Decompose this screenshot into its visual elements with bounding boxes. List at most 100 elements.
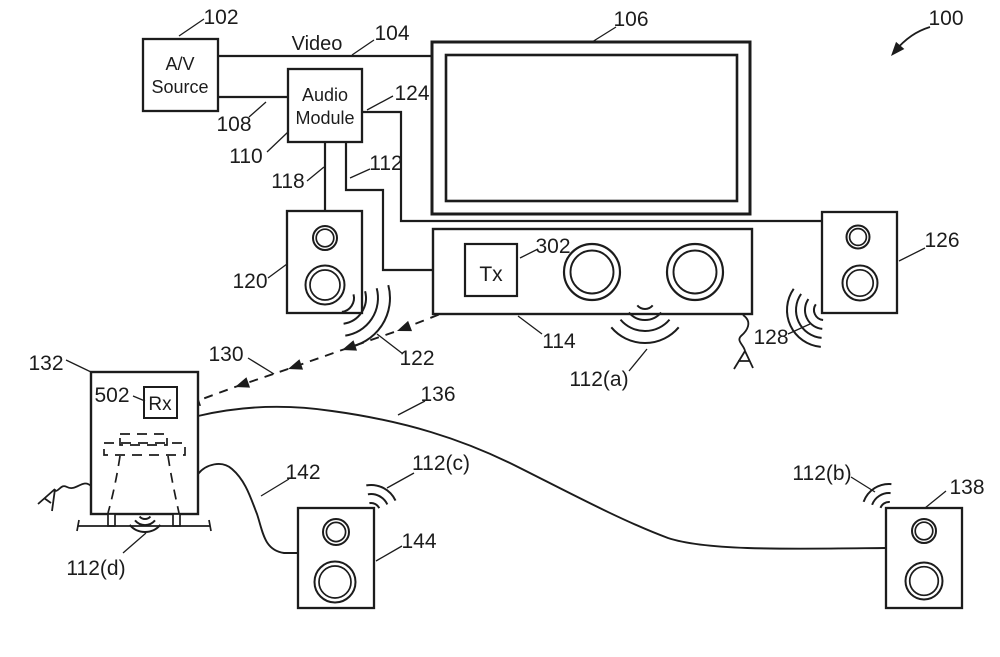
wave-arc bbox=[871, 492, 891, 506]
tweeter-outer bbox=[322, 518, 350, 546]
soundbar-power-cord bbox=[738, 314, 750, 352]
sound-waves-subwoofer bbox=[128, 515, 162, 534]
ref-144-label: 144 bbox=[401, 530, 436, 553]
front-left-speaker bbox=[285, 209, 364, 315]
ref-106-label: 106 bbox=[613, 8, 648, 31]
front-left-speaker-box bbox=[285, 209, 364, 315]
tweeter-inner bbox=[848, 227, 868, 247]
tweeter-outer bbox=[845, 224, 871, 250]
ref-100-label: 100 bbox=[928, 7, 963, 30]
woofer-inner bbox=[318, 565, 352, 599]
arrowhead bbox=[235, 377, 251, 388]
wave-arc bbox=[346, 284, 391, 349]
sound-waves-soundbar bbox=[610, 304, 680, 345]
subwoofer-to-rear-right-cable bbox=[197, 405, 887, 550]
rear-center-speaker bbox=[296, 506, 376, 610]
wave-arc bbox=[795, 293, 822, 339]
ref-114-label: 114 bbox=[542, 330, 576, 353]
wave-arc bbox=[862, 483, 892, 503]
rear-right-speaker bbox=[884, 506, 964, 610]
ref-120-leader bbox=[267, 263, 288, 279]
av-source: A/V Source bbox=[141, 37, 220, 113]
soundbar-driver-left-outer bbox=[562, 242, 622, 302]
tweeter-outer bbox=[911, 518, 937, 544]
woofer-outer bbox=[904, 561, 944, 601]
ref-118-label: 118 bbox=[271, 170, 304, 193]
hidden-horn-left bbox=[107, 455, 121, 514]
av-source-box bbox=[141, 37, 220, 113]
ref-128-label: 128 bbox=[753, 326, 788, 349]
subwoofer-foot-right bbox=[172, 513, 181, 527]
ref-104-leader bbox=[351, 39, 375, 56]
wave-arc bbox=[803, 298, 823, 330]
tweeter-inner bbox=[315, 228, 335, 248]
arrowhead bbox=[891, 41, 905, 56]
ref-122-label: 122 bbox=[399, 347, 434, 370]
woofer-inner bbox=[908, 565, 940, 597]
ref-142-leader bbox=[260, 478, 290, 497]
rear-center-speaker-box bbox=[296, 506, 376, 610]
sound-waves-front-right-speaker bbox=[786, 288, 824, 348]
rx-box bbox=[143, 386, 178, 419]
module-to-right-speaker-wire bbox=[362, 110, 822, 223]
soundbar-power-plug bbox=[733, 350, 754, 370]
ref-110-label: 110 bbox=[229, 145, 262, 168]
ref-138-label: 138 bbox=[949, 476, 984, 499]
wave-arc bbox=[341, 294, 355, 313]
rx-label: Rx bbox=[148, 394, 172, 415]
wave-arc bbox=[813, 303, 824, 321]
av-source-label-line2: Source bbox=[151, 77, 208, 97]
tweeter-outer bbox=[312, 225, 338, 251]
soundbar-driver-left-inner bbox=[569, 249, 615, 295]
wave-arc bbox=[366, 483, 397, 502]
tweeter-inner bbox=[325, 521, 347, 543]
soundbar-driver-right-inner bbox=[672, 249, 718, 295]
ref-112-label: 112 bbox=[369, 152, 402, 175]
ref-302-leader bbox=[519, 248, 539, 259]
tv-screen bbox=[444, 53, 739, 203]
audio-module-label-line2: Module bbox=[295, 108, 354, 128]
subwoofer-power-cord bbox=[52, 482, 92, 492]
audio-module: Audio Module bbox=[286, 67, 364, 144]
module-to-soundbar-wire bbox=[344, 142, 433, 272]
woofer-outer bbox=[304, 264, 346, 306]
woofer-outer bbox=[841, 264, 879, 302]
wave-arc bbox=[367, 493, 389, 505]
av-source-label-line1: A/V bbox=[165, 54, 194, 74]
ref-108-label: 108 bbox=[216, 113, 251, 136]
ref-124-label: 124 bbox=[394, 82, 429, 105]
soundbar: Tx bbox=[431, 227, 754, 316]
ref-112d-leader bbox=[122, 532, 147, 554]
subwoofer: Rx bbox=[76, 370, 212, 532]
wave-arc bbox=[138, 515, 152, 521]
hidden-horn-right bbox=[167, 455, 180, 514]
front-right-speaker bbox=[820, 210, 899, 315]
ref-112-leader bbox=[349, 168, 371, 179]
ref-128-leader bbox=[787, 323, 811, 335]
ref-106-leader bbox=[591, 26, 617, 43]
ref-132-leader bbox=[65, 359, 92, 373]
ref-136-label: 136 bbox=[420, 383, 455, 406]
subwoofer-to-rear-center-cable bbox=[197, 463, 298, 554]
wires bbox=[37, 54, 887, 554]
wave-arc bbox=[369, 501, 381, 509]
woofer-inner bbox=[845, 268, 875, 298]
wave-arc bbox=[128, 524, 162, 534]
ref-132-label: 132 bbox=[28, 352, 63, 375]
leader-lines bbox=[65, 18, 947, 562]
soundbar-driver-right-outer bbox=[665, 242, 725, 302]
hidden-driver-magnet bbox=[103, 442, 186, 456]
wave-arc bbox=[636, 304, 654, 310]
ref-112b-label: 112(b) bbox=[792, 462, 851, 485]
sound-waves-rear-right-speaker bbox=[862, 483, 892, 509]
floor-tick-left bbox=[76, 519, 80, 532]
wave-arc bbox=[343, 291, 367, 325]
woofer-outer bbox=[313, 560, 357, 604]
ref-502-label: 502 bbox=[94, 384, 129, 407]
subwoofer-power-plug bbox=[37, 488, 56, 512]
hidden-driver-top bbox=[119, 433, 168, 446]
ref-112c-label: 112(c) bbox=[412, 452, 470, 475]
ref-112a-label: 112(a) bbox=[569, 368, 628, 391]
tweeter-inner bbox=[914, 521, 934, 541]
